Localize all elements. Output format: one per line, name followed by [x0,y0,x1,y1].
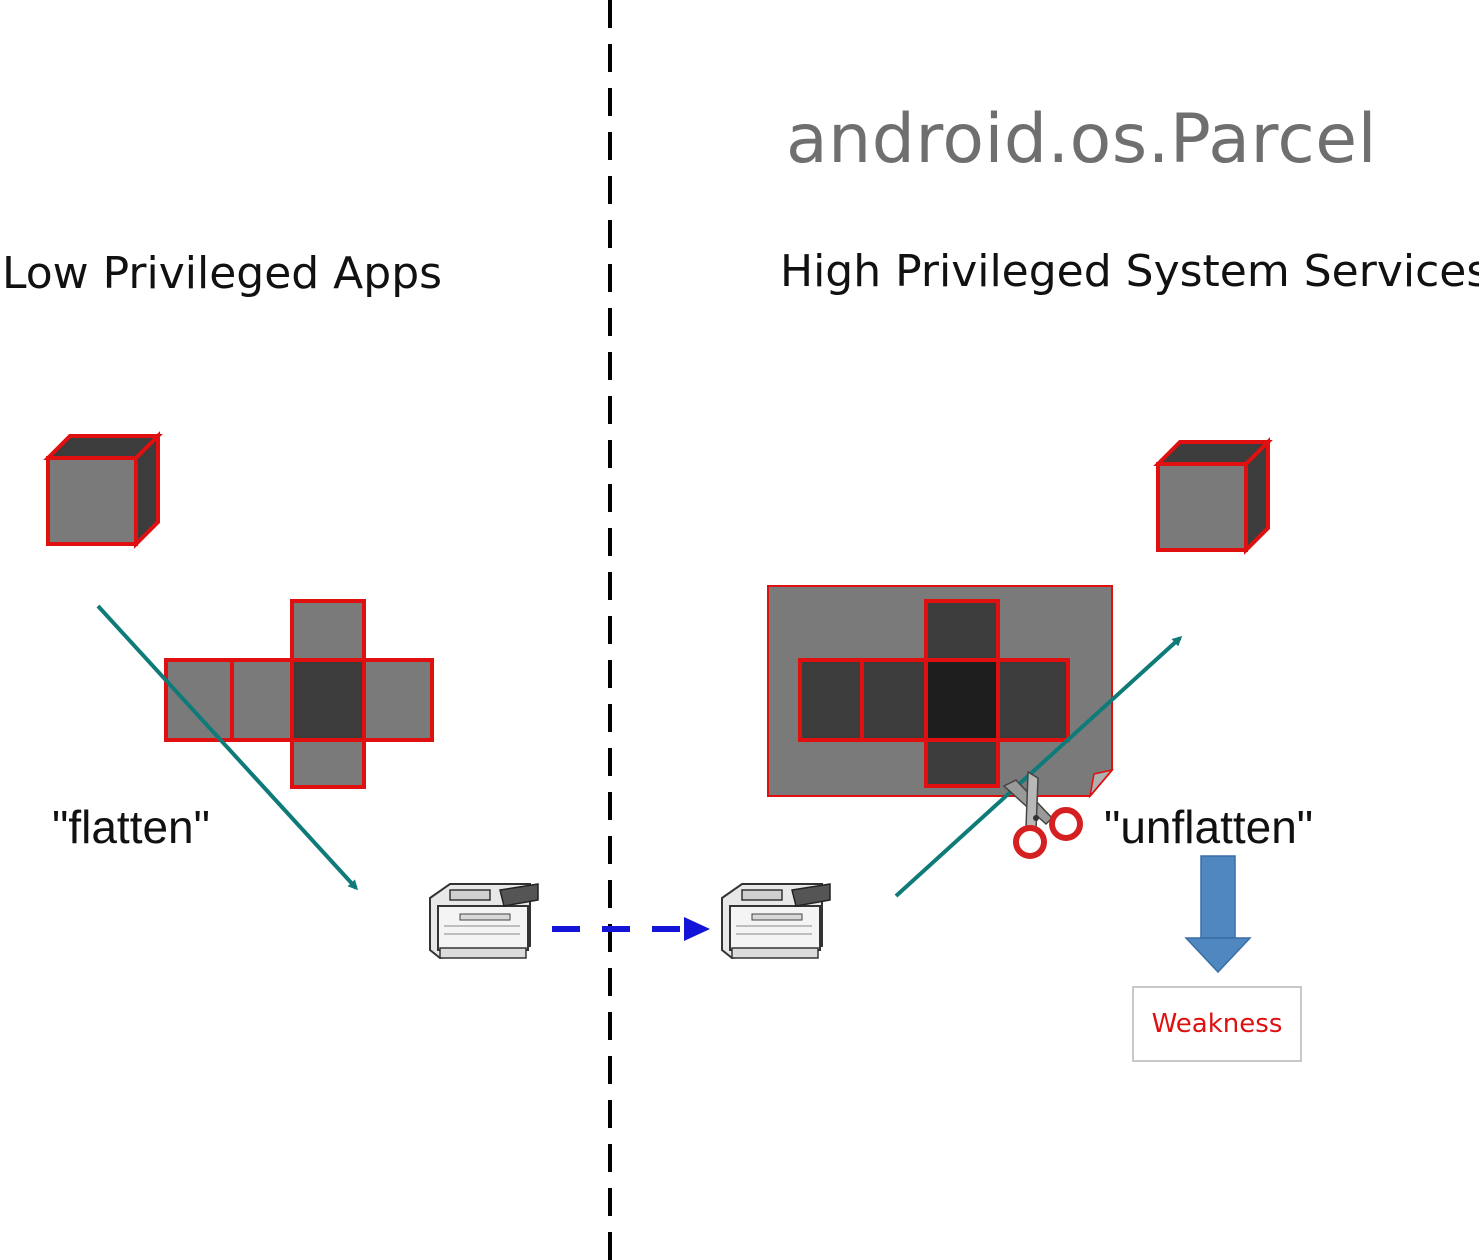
left-heading: Low Privileged Apps [2,248,443,299]
right-heading: High Privileged System Services [780,246,1479,297]
left-fax-machine-icon [429,883,539,960]
right-cube-icon [1153,437,1273,555]
left-cube-net-icon [164,599,434,789]
flatten-label: "flatten" [52,801,210,853]
left-cube-icon [43,431,163,549]
transfer-arrow [552,917,710,941]
flatten-arrow [96,604,359,891]
unflatten-label: "unflatten" [1104,801,1314,853]
diagram-title: android.os.Parcel [786,100,1378,179]
weakness-box: Weakness [1132,986,1302,1062]
right-fax-machine-icon [721,883,831,960]
right-cube-net-icon [798,599,1070,788]
scissors-icon [1002,770,1083,859]
result-arrow [1184,855,1252,974]
weakness-label: Weakness [1151,1009,1283,1039]
unflatten-arrow [894,635,1183,898]
